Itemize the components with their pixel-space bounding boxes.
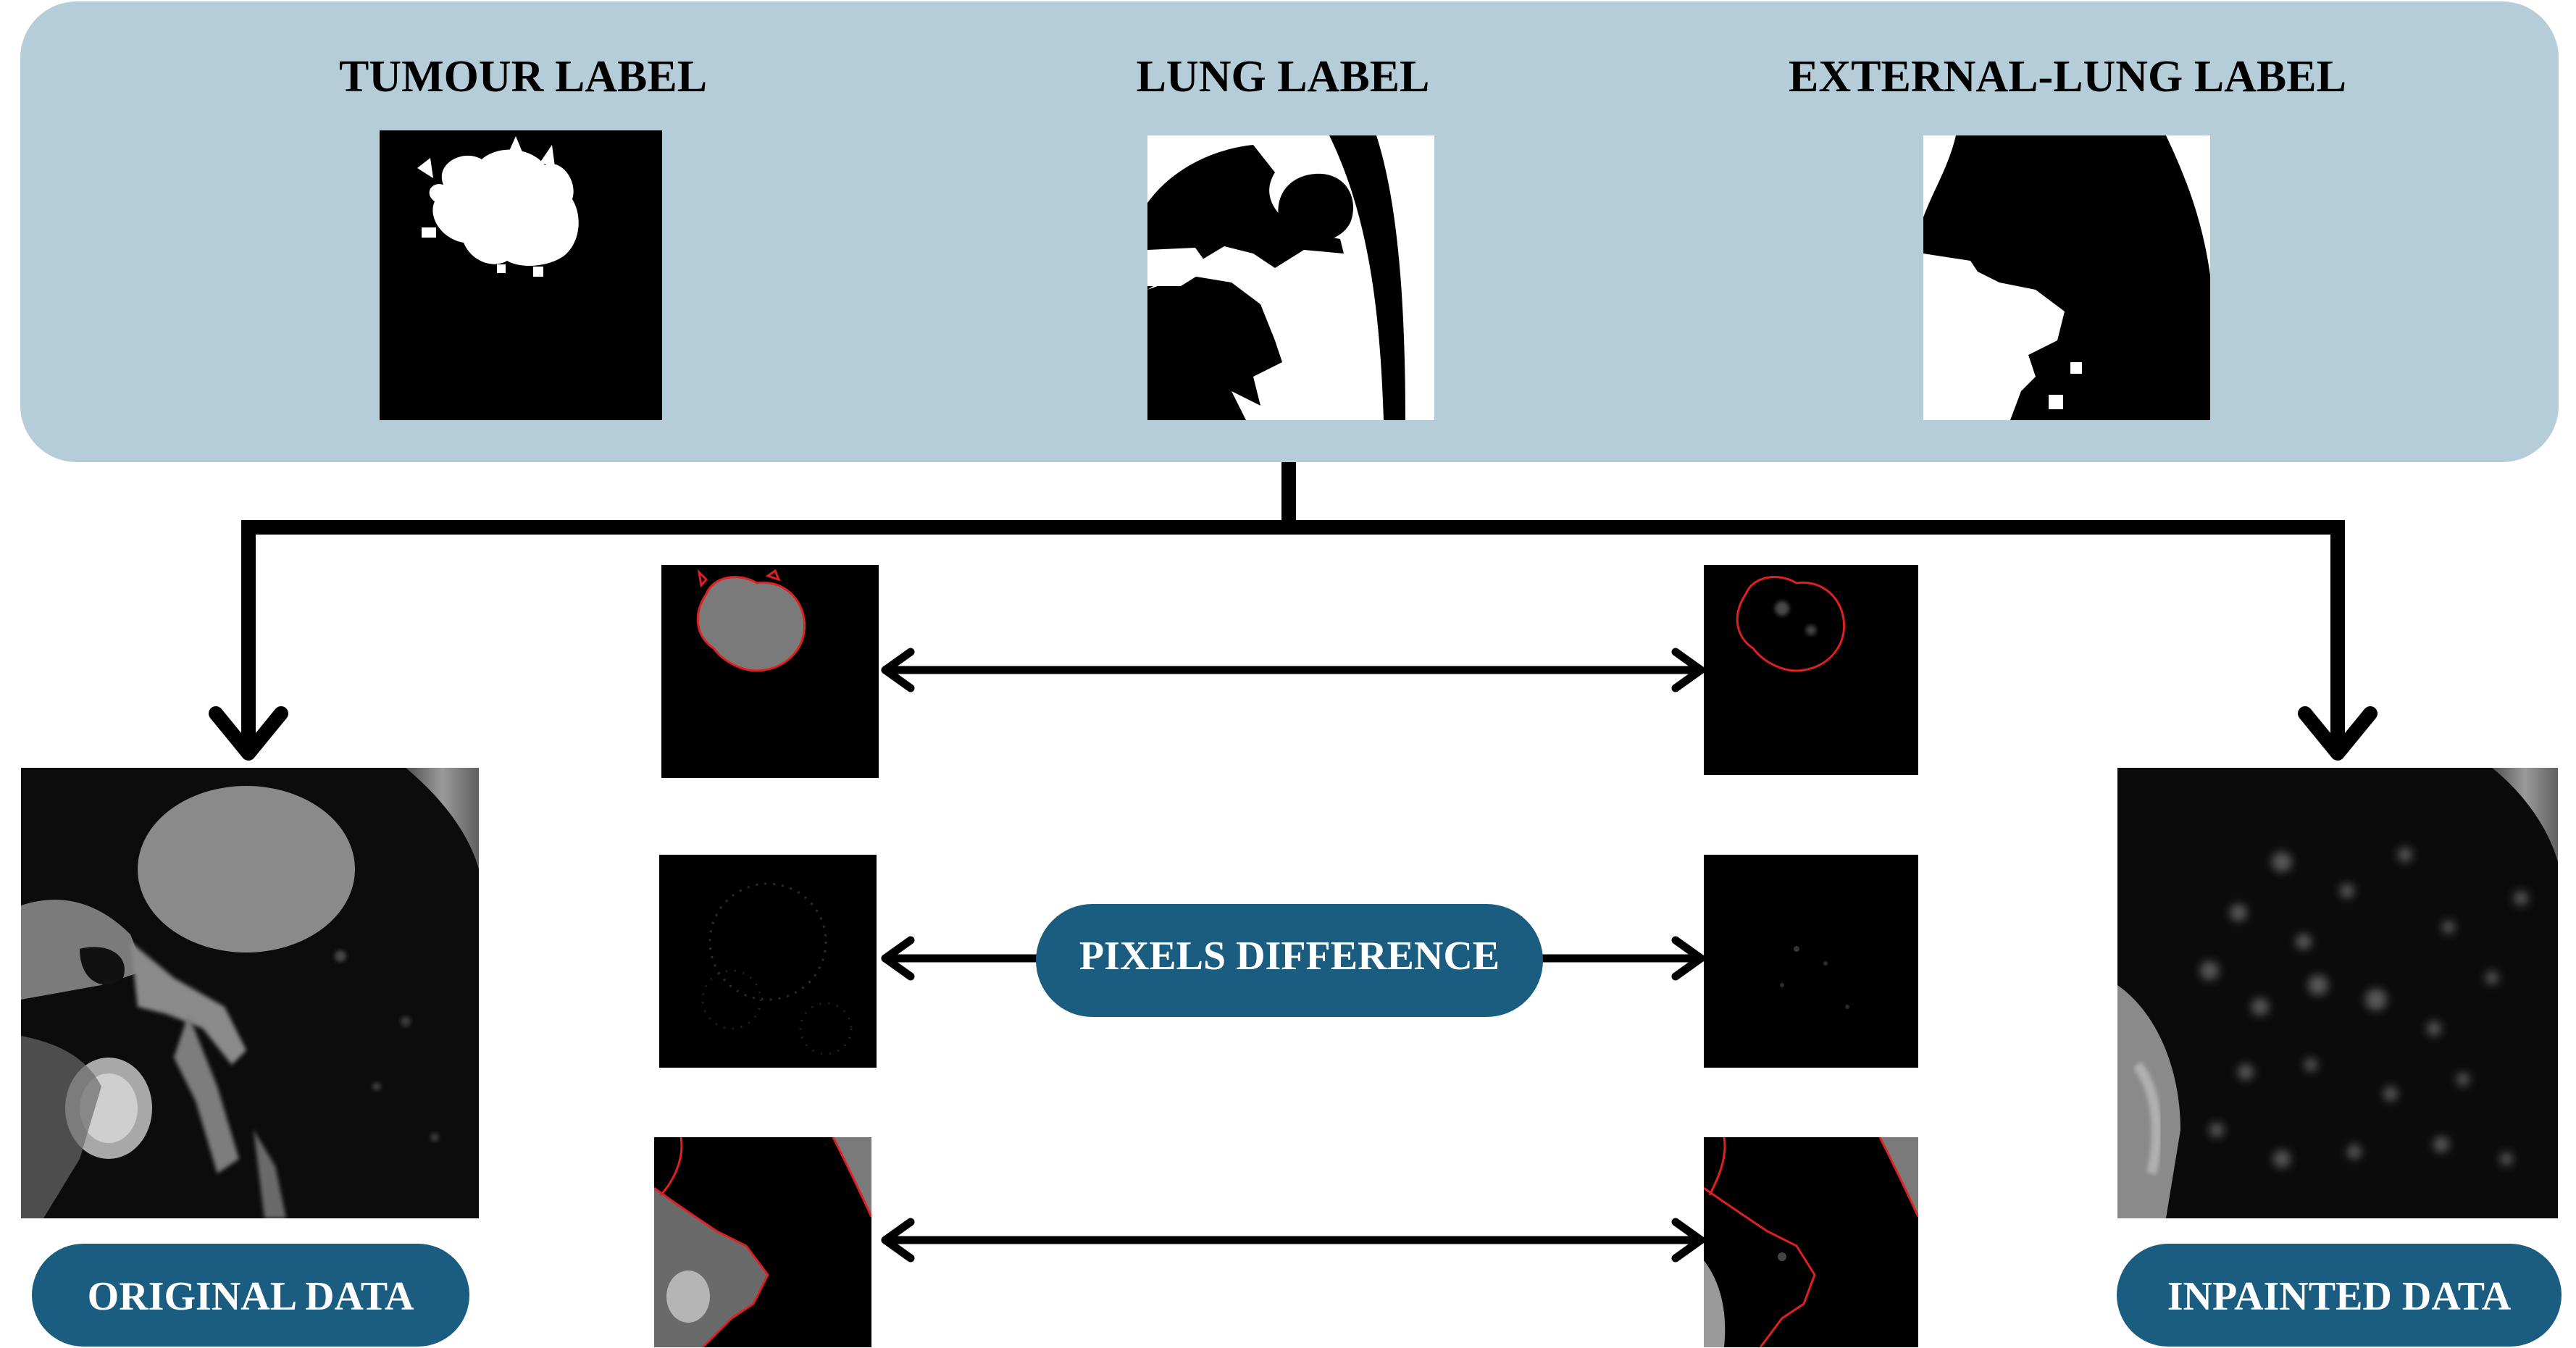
tumour-overlay-inpainted	[1704, 565, 1918, 775]
pixels-difference-pill: PIXELS DIFFERENCE	[1036, 904, 1543, 1017]
original-data-text: ORIGINAL DATA	[88, 1274, 414, 1319]
tumour-label-mask	[380, 130, 662, 420]
external-lung-overlay-inpainted	[1704, 1137, 1918, 1347]
tumour-overlay-original	[661, 565, 879, 778]
arrow-down-right-icon	[2298, 706, 2378, 761]
inpainted-data-text: INPAINTED DATA	[2167, 1274, 2512, 1319]
inpainted-data-pill: INPAINTED DATA	[2117, 1244, 2562, 1347]
pixel-difference-original	[659, 855, 877, 1068]
lung-label-title: LUNG LABEL	[1137, 52, 1430, 101]
external-lung-overlay-original	[654, 1137, 871, 1347]
double-arrow-tumour	[881, 648, 1705, 692]
external-lung-label-mask	[1923, 135, 2210, 420]
tumour-label-title: TUMOUR LABEL	[339, 52, 707, 101]
branch-connector	[241, 462, 2345, 753]
double-arrow-external-lung	[881, 1218, 1705, 1263]
original-data-image	[21, 768, 479, 1218]
lung-label-mask	[1147, 135, 1434, 420]
double-arrow-difference	[881, 936, 1705, 981]
external-lung-label-title: EXTERNAL-LUNG LABEL	[1789, 52, 2346, 101]
pixel-difference-inpainted	[1704, 855, 1918, 1068]
original-data-pill: ORIGINAL DATA	[32, 1244, 469, 1347]
pixels-difference-text: PIXELS DIFFERENCE	[1079, 934, 1500, 979]
inpainted-data-image	[2117, 768, 2558, 1218]
arrow-down-left-icon	[209, 706, 288, 761]
